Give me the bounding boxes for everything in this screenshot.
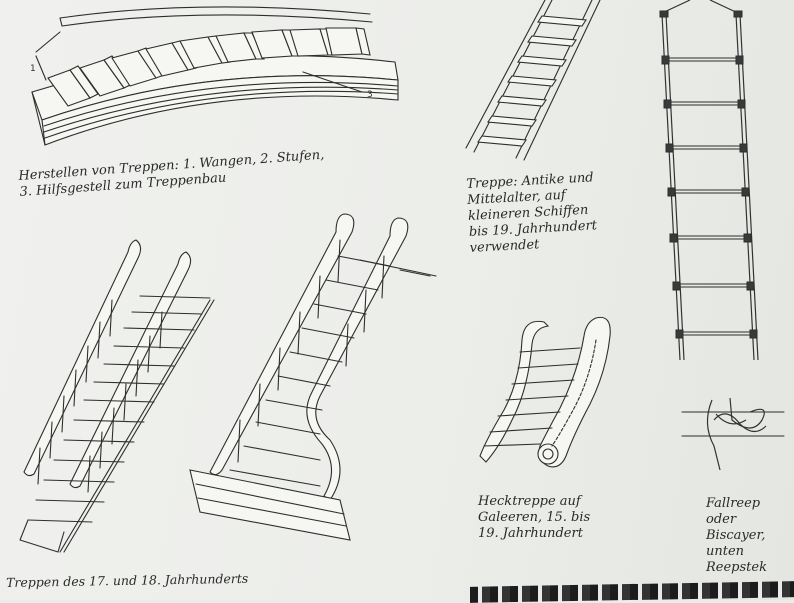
stair-17th-century-illustration [19,239,215,553]
knot-detail-illustration [681,397,785,471]
simple-ladder-illustration [465,0,601,161]
stair-18th-century-illustration [189,213,437,541]
caption-line: Biscayer, [706,528,766,543]
caption-line: Galeeren, 15. bis [478,510,591,525]
rope-ladder-illustration [659,0,759,361]
label-3: 3 [367,90,373,100]
caption-line: unten [706,544,745,559]
step-blocks [47,27,371,107]
caption-galley-stern-ladder: Hecktreppe auf Galeeren, 15. bis 19. Jah… [478,494,590,542]
caption-line: oder [706,512,737,527]
caption-line: Hecktreppe auf [478,494,581,509]
label-1: 1 [30,64,36,74]
caption-line: Reepstek [706,560,767,575]
caption-rope-ladder: Fallreep oder Biscayer, unten Reepstek [706,496,767,576]
galley-stern-ladder-illustration [479,316,611,468]
caption-line: Fallreep [706,496,761,511]
caption-line: 19. Jahrhundert [478,526,583,541]
caption-simple-ladder: Treppe: Antike und Mittelalter, auf klei… [466,170,598,257]
